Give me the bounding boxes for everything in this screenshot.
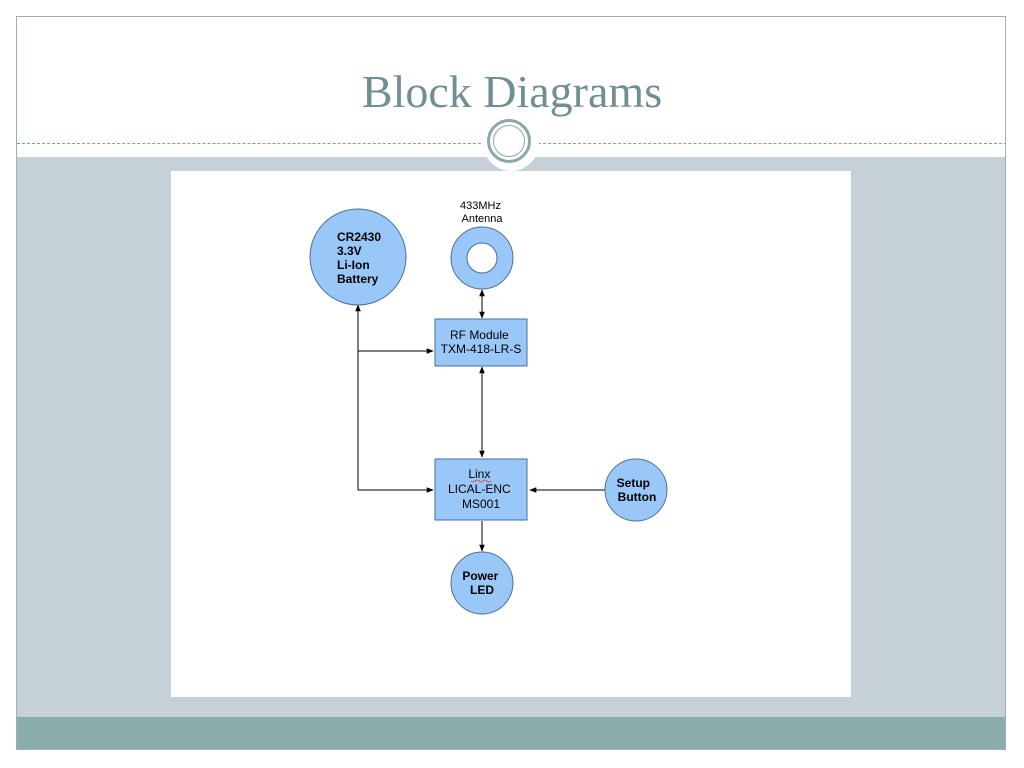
diagram-panel: CR2430 3.3V Li-Ion Battery 433MHz Antenn… <box>171 171 851 697</box>
slide: Block Diagrams <box>16 16 1006 750</box>
battery-label: CR2430 3.3V Li-Ion Battery <box>337 230 384 286</box>
slide-title: Block Diagrams <box>361 66 663 117</box>
antenna-hole <box>466 242 498 274</box>
battery-node: CR2430 3.3V Li-Ion Battery <box>309 208 407 306</box>
block-diagram: CR2430 3.3V Li-Ion Battery 433MHz Antenn… <box>309 200 668 615</box>
power-led-label: Power LED <box>462 569 501 597</box>
connectors <box>355 289 605 552</box>
encoder-label: Linx LICAL-ENC MS001 <box>448 467 514 511</box>
footer-bar <box>17 717 1005 749</box>
rf-module-label: RF Module TXM-418-LR-S <box>441 328 522 356</box>
encoder-node: Linx LICAL-ENC MS001 <box>434 458 528 521</box>
antenna-label: 433MHz Antenna <box>460 200 504 225</box>
power-led-node: Power LED <box>450 551 514 615</box>
rf-module-node: RF Module TXM-418-LR-S <box>434 318 528 367</box>
spellcheck-underline <box>470 479 492 483</box>
ornament-inner-ring <box>493 125 525 157</box>
setup-button-label: Setup Button <box>617 476 657 504</box>
antenna-node: 433MHz Antenna <box>450 200 514 290</box>
setup-button-node: Setup Button <box>604 458 668 522</box>
